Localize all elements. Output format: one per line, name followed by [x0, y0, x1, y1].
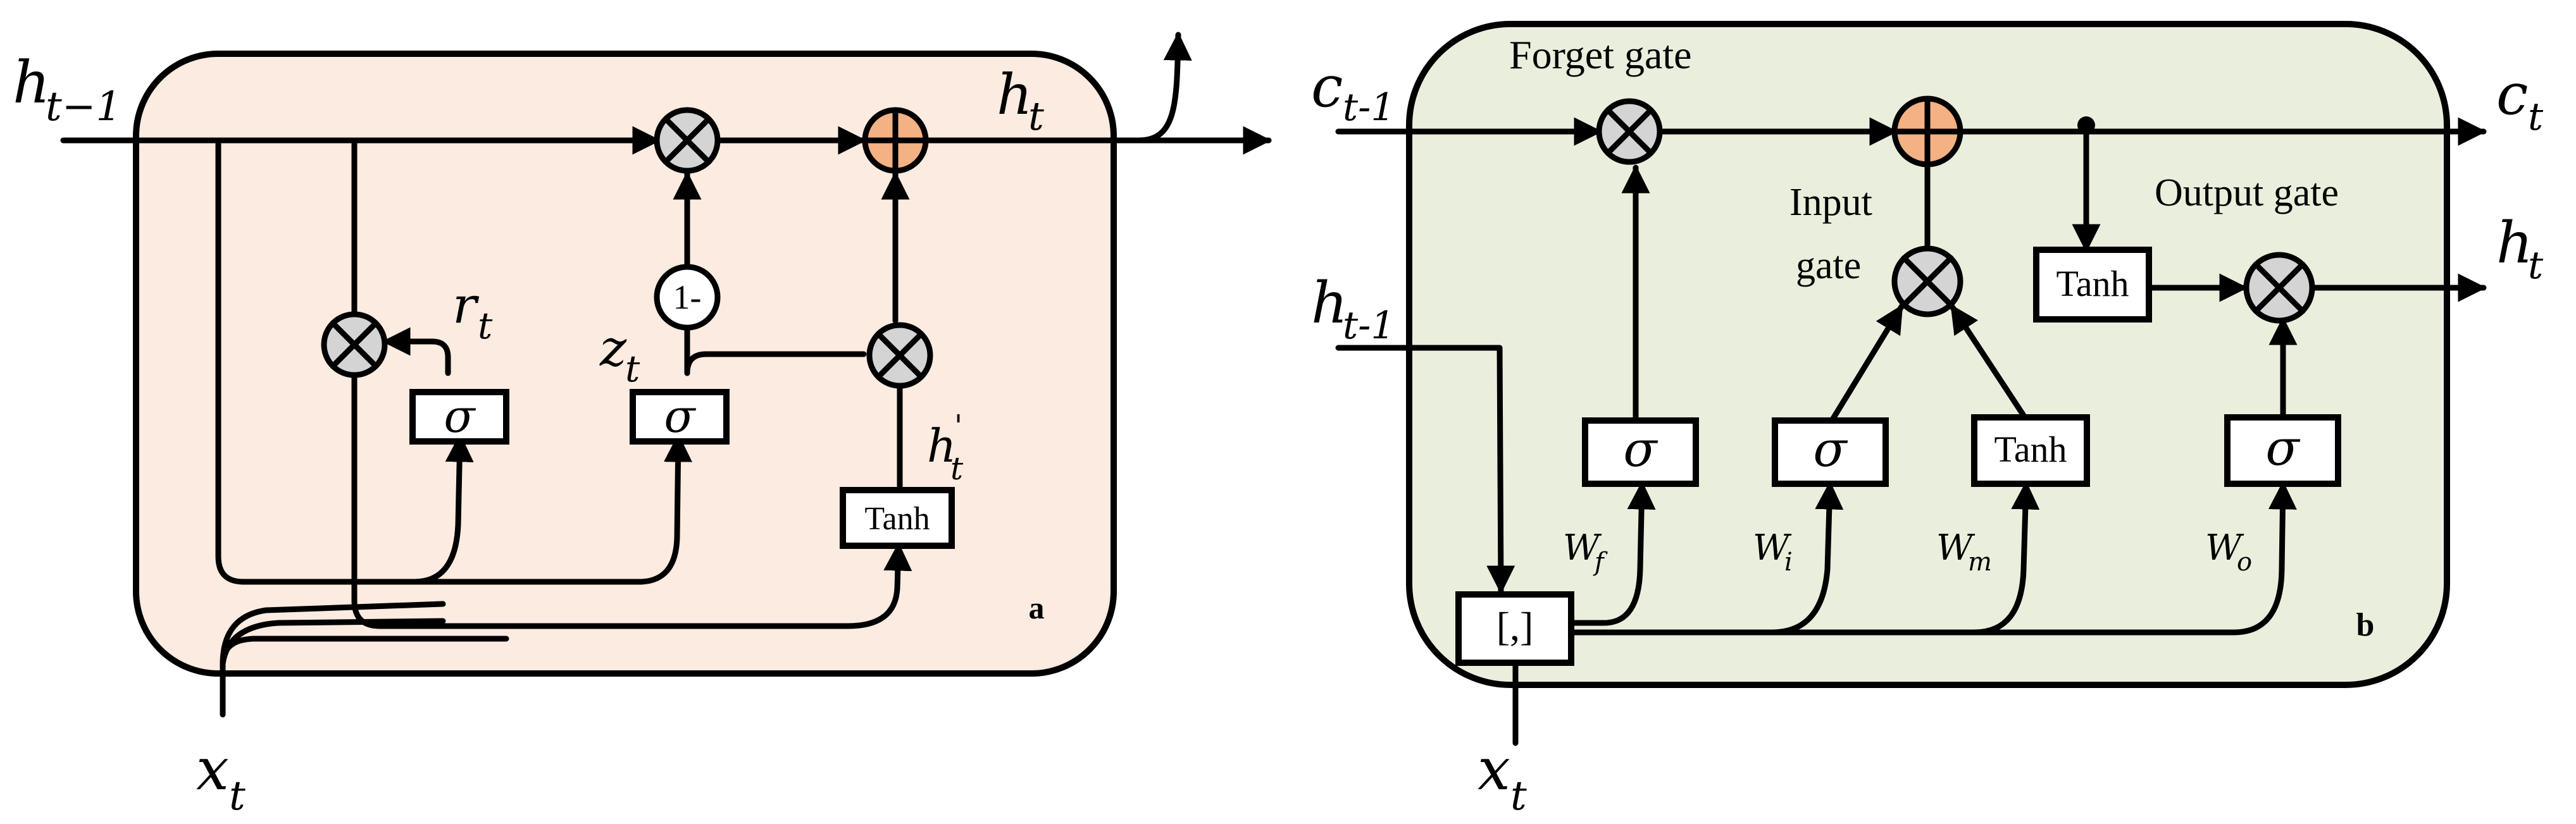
- one-minus-op: 1-: [654, 264, 721, 331]
- svg-text:c: c: [1311, 54, 1343, 120]
- x-in-label-b: x t: [1478, 735, 1527, 820]
- output-sigma-symbol: σ: [2265, 420, 2300, 477]
- multiply-candidate-op: [866, 322, 933, 389]
- svg-text:t: t: [1028, 93, 1044, 139]
- input-sigma-symbol: σ: [1813, 421, 1848, 478]
- svg-text:x: x: [1478, 735, 1510, 803]
- svg-text:h: h: [2496, 210, 2533, 276]
- svg-text:h: h: [997, 62, 1033, 127]
- svg-text:m: m: [1968, 548, 1992, 577]
- svg-text:h: h: [1311, 270, 1348, 336]
- svg-text:t-1: t-1: [1343, 85, 1395, 130]
- input-multiply-op: [1891, 245, 1963, 317]
- svg-text:x: x: [196, 735, 229, 803]
- panel-b-wires: [1335, 116, 2487, 746]
- svg-text:z: z: [599, 319, 627, 378]
- svg-text:t: t: [1510, 773, 1527, 820]
- concat-box: [,]: [1455, 591, 1574, 666]
- multiply-top-op: [654, 107, 721, 174]
- svg-text:t: t: [229, 773, 246, 820]
- cell-tanh-label: Tanh: [2056, 263, 2129, 304]
- svg-text:r: r: [452, 276, 480, 335]
- svg-text:h: h: [13, 49, 50, 116]
- svg-text:t: t: [950, 450, 964, 487]
- svg-text:t-1: t-1: [1343, 304, 1395, 348]
- one-minus-label: 1-: [673, 278, 702, 316]
- svg-text:W: W: [2205, 527, 2244, 569]
- forget-multiply-op: [1596, 98, 1663, 165]
- candidate-tanh-label: Tanh: [1994, 429, 2067, 470]
- forget-sigma-symbol: σ: [1623, 421, 1658, 478]
- svg-text:t: t: [2528, 95, 2544, 139]
- reset-sigma-symbol: σ: [444, 390, 476, 443]
- svg-text:o: o: [2237, 548, 2252, 577]
- concat-label: [,]: [1496, 604, 1534, 649]
- h-out-label-a: h t: [997, 62, 1044, 139]
- cell-add-op: [1891, 95, 1963, 168]
- panel-b-lstm: σ σ Tanh σ Tanh [,] Forget gate Input ga…: [1311, 21, 2544, 820]
- panel-a-label: a: [1029, 590, 1045, 625]
- input-gate-label-line2: gate: [1796, 244, 1861, 287]
- panel-a-gru: 1- σ σ Tanh h t−1 h t x t r t: [13, 32, 1272, 820]
- r-gate-label: r t: [452, 276, 493, 347]
- svg-text:': ': [954, 409, 962, 444]
- svg-text:t−1: t−1: [46, 83, 121, 130]
- h-candidate-label: h t ': [927, 409, 964, 487]
- panel-a-wires: [60, 32, 1272, 718]
- svg-text:c: c: [2496, 61, 2528, 128]
- svg-text:W: W: [1936, 527, 1976, 569]
- forget-sigma-box: σ: [1582, 417, 1699, 487]
- tanh-label-a: Tanh: [864, 501, 930, 537]
- z-gate-label: z t: [599, 319, 640, 390]
- w-i-label: W i: [1753, 527, 1793, 577]
- candidate-tanh-box: Tanh: [1971, 414, 2090, 487]
- h-prev-label-a: h t−1: [13, 49, 121, 130]
- output-sigma-box: σ: [2224, 414, 2341, 487]
- cell-tanh-box: Tanh: [2033, 247, 2152, 323]
- svg-text:t: t: [625, 347, 640, 390]
- reset-sigma-box: σ: [409, 389, 509, 445]
- output-gate-label: Output gate: [2155, 171, 2339, 214]
- c-out-label: c t: [2496, 61, 2544, 139]
- svg-text:W: W: [1753, 527, 1792, 569]
- svg-text:t: t: [478, 304, 493, 347]
- tanh-box-a: Tanh: [840, 487, 955, 549]
- w-m-label: W m: [1936, 527, 1992, 577]
- svg-text:W: W: [1563, 527, 1602, 569]
- svg-text:t: t: [2528, 243, 2544, 288]
- add-op: [862, 107, 929, 174]
- multiply-reset-op: [321, 311, 388, 378]
- w-o-label: W o: [2205, 527, 2252, 577]
- forget-gate-label: Forget gate: [1509, 32, 1692, 77]
- update-sigma-symbol: σ: [664, 390, 696, 443]
- panel-b-label: b: [2356, 607, 2375, 643]
- svg-text:i: i: [1784, 548, 1793, 577]
- h-out-label-b: h t: [2496, 210, 2544, 288]
- branch-dot: [2077, 116, 2095, 134]
- h-prev-label-b: h t-1: [1311, 270, 1395, 348]
- x-in-label-a: x t: [196, 735, 246, 820]
- input-sigma-box: σ: [1772, 417, 1889, 487]
- c-prev-label: c t-1: [1311, 54, 1395, 130]
- input-gate-label-line1: Input: [1789, 181, 1872, 224]
- update-sigma-box: σ: [630, 389, 730, 445]
- panel-b-background: [1406, 21, 2450, 688]
- output-multiply-op: [2243, 252, 2315, 324]
- svg-text:h: h: [927, 419, 956, 472]
